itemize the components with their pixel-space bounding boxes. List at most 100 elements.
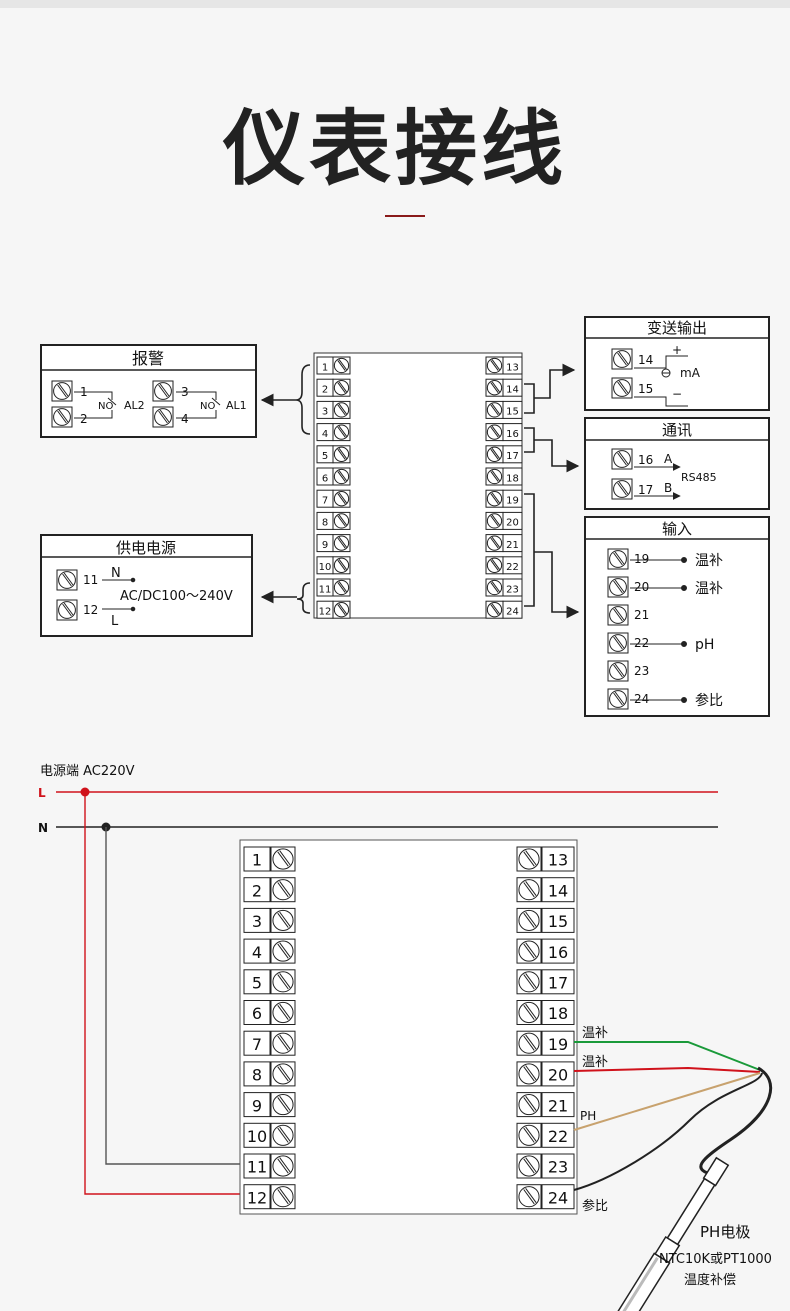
bottom-right-term-23: 23 xyxy=(548,1158,568,1177)
input-screw-24 xyxy=(607,688,629,710)
bottom-left-term-12: 12 xyxy=(247,1188,267,1207)
top-left-term-1: 1 xyxy=(322,362,328,373)
bottom-right-term-20: 20 xyxy=(548,1066,568,1085)
input-label-24: 参比 xyxy=(695,692,723,709)
input-screw-20 xyxy=(607,576,629,598)
power-n: N xyxy=(111,566,121,581)
transmit-minus: − xyxy=(672,387,682,401)
top-right-term-17: 17 xyxy=(506,451,519,462)
top-right-term-20: 20 xyxy=(506,518,519,529)
top-left-screw-7 xyxy=(332,489,351,508)
electrode-label: PH电极 xyxy=(700,1223,750,1241)
top-right-term-18: 18 xyxy=(506,473,519,484)
bottom-right-term-16: 16 xyxy=(548,943,568,962)
input-term-24: 24 xyxy=(634,692,649,706)
bottom-left-screw-9 xyxy=(270,1092,296,1118)
top-left-screw-3 xyxy=(332,400,351,419)
bottom-left-screw-11 xyxy=(270,1153,296,1179)
comm-rs485: RS485 xyxy=(681,471,717,484)
alarm-al1: AL1 xyxy=(226,399,247,412)
comp-label: 温度补偿 xyxy=(684,1272,736,1288)
transmit-term-15: 15 xyxy=(638,382,653,396)
alarm-no-2: NO xyxy=(98,401,113,412)
bottom-right-screw-21 xyxy=(516,1092,542,1118)
bottom-left-screw-3 xyxy=(270,907,296,933)
transmit-screw-15 xyxy=(611,377,633,399)
top-right-term-22: 22 xyxy=(506,562,519,573)
bottom-left-screw-7 xyxy=(270,1030,296,1056)
ph-electrode xyxy=(616,1156,730,1311)
bottom-left-screw-12 xyxy=(270,1184,296,1210)
transmit-plus: + xyxy=(672,343,682,357)
top-left-screw-8 xyxy=(332,511,351,530)
alarm-screw-1 xyxy=(51,380,73,402)
top-right-screw-15 xyxy=(485,400,504,419)
top-right-screw-22 xyxy=(485,556,504,575)
top-left-term-8: 8 xyxy=(322,518,328,529)
top-right-term-14: 14 xyxy=(506,384,519,395)
top-left-screw-2 xyxy=(332,378,351,397)
bottom-right-screw-20 xyxy=(516,1061,542,1087)
input-label-20: 温补 xyxy=(695,581,723,597)
bottom-right-screw-16 xyxy=(516,938,542,964)
alarm-term-2: 2 xyxy=(80,412,88,426)
alarm-al2: AL2 xyxy=(124,399,145,412)
bottom-left-term-10: 10 xyxy=(247,1127,267,1146)
bottom-left-term-2: 2 xyxy=(252,881,262,900)
bottom-left-term-9: 9 xyxy=(252,1096,262,1115)
bottom-right-screw-15 xyxy=(516,907,542,933)
input-label-22: pH xyxy=(695,637,714,653)
bottom-left-term-6: 6 xyxy=(252,1004,262,1023)
top-left-term-7: 7 xyxy=(322,495,328,506)
top-left-term-6: 6 xyxy=(322,473,328,484)
power-box: 供电电源 11 12 N L AC/DC100～240V xyxy=(40,534,253,637)
line-n-label: N xyxy=(38,821,48,835)
top-right-screw-23 xyxy=(485,578,504,597)
supply-label: 电源端 AC220V xyxy=(40,764,135,779)
alarm-title: 报警 xyxy=(132,349,164,368)
bottom-right-term-22: 22 xyxy=(548,1127,568,1146)
page-title: 仪表接线 xyxy=(222,102,567,197)
top-left-term-11: 11 xyxy=(319,584,332,595)
title-underline xyxy=(385,215,425,217)
top-right-term-23: 23 xyxy=(506,584,519,595)
top-right-term-16: 16 xyxy=(506,429,519,440)
input-screw-22 xyxy=(607,632,629,654)
wire-label-ph: PH xyxy=(580,1109,596,1123)
bottom-right-term-14: 14 xyxy=(548,881,568,900)
bottom-right-screw-19 xyxy=(516,1030,542,1056)
bottom-right-screw-17 xyxy=(516,969,542,995)
bottom-left-screw-5 xyxy=(270,969,296,995)
transmit-title: 变送输出 xyxy=(647,319,707,337)
sensor-label: NTC10K或PT1000 xyxy=(659,1252,772,1267)
alarm-box: 报警 1 2 3 4 NO AL2 NO AL1 xyxy=(40,344,257,438)
top-left-term-4: 4 xyxy=(322,429,328,440)
top-right-term-24: 24 xyxy=(506,606,519,617)
bottom-left-screw-1 xyxy=(270,846,296,872)
top-left-screw-10 xyxy=(332,556,351,575)
top-right-term-15: 15 xyxy=(506,407,519,418)
bottom-left-term-8: 8 xyxy=(252,1066,262,1085)
alarm-no-1: NO xyxy=(200,401,215,412)
top-right-screw-18 xyxy=(485,467,504,486)
power-spec: AC/DC100～240V xyxy=(120,589,233,604)
line-l-label: L xyxy=(38,786,46,800)
top-left-screw-1 xyxy=(332,356,351,375)
bottom-right-screw-23 xyxy=(516,1153,542,1179)
top-right-screw-14 xyxy=(485,378,504,397)
top-right-screw-24 xyxy=(485,600,504,619)
top-right-screw-17 xyxy=(485,445,504,464)
wire-label-19: 温补 xyxy=(582,1026,608,1041)
top-right-term-21: 21 xyxy=(506,540,519,551)
comm-term-17: 17 xyxy=(638,483,653,497)
comm-a: A xyxy=(664,452,673,466)
bottom-left-screw-10 xyxy=(270,1122,296,1148)
wire-label-20: 温补 xyxy=(582,1055,608,1070)
bottom-left-term-7: 7 xyxy=(252,1035,262,1054)
bottom-left-term-11: 11 xyxy=(247,1158,267,1177)
bottom-right-screw-22 xyxy=(516,1122,542,1148)
bottom-right-screw-14 xyxy=(516,877,542,903)
